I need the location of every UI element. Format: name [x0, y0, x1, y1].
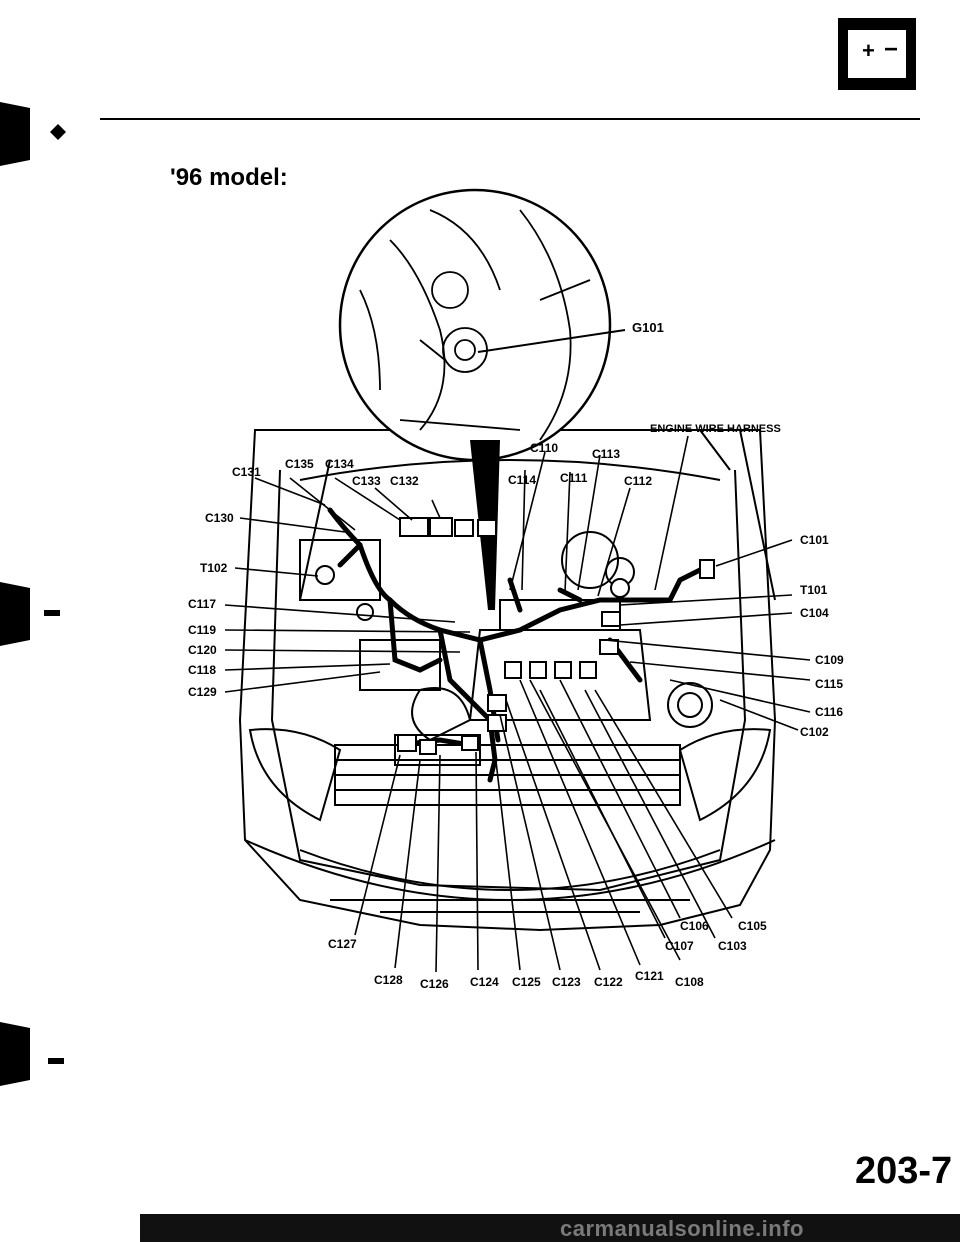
label-c107: C107: [665, 939, 694, 953]
label-c117: C117: [188, 597, 216, 611]
label-c125: C125: [512, 975, 541, 989]
battery-plus-sign: +: [862, 38, 875, 63]
connector-blocks: [315, 517, 715, 755]
label-c124: C124: [470, 975, 499, 989]
battery-minus-sign: −: [884, 36, 899, 63]
label-c126: C126: [420, 977, 449, 991]
page-number: 203-7: [855, 1150, 953, 1192]
label-c135: C135: [285, 457, 314, 471]
label-c123: C123: [552, 975, 581, 989]
header-rule: [100, 118, 920, 120]
margin-mark-top: [0, 102, 66, 166]
label-c102: C102: [800, 725, 829, 739]
label-c132: C132: [390, 474, 419, 488]
label-c106: C106: [680, 919, 709, 933]
label-c105: C105: [738, 919, 767, 933]
wire-harness: [327, 507, 703, 783]
label-g101: G101: [632, 320, 664, 335]
label-c116: C116: [815, 705, 843, 719]
label-c113: C113: [592, 447, 620, 461]
label-c127: C127: [328, 937, 357, 951]
footer-bar-gap: [0, 1214, 140, 1242]
label-c108: C108: [675, 975, 704, 989]
label-c130: C130: [205, 511, 234, 525]
label-c119: C119: [188, 623, 216, 637]
label-engine-harness: ENGINE WIRE HARNESS: [650, 423, 781, 435]
label-c115: C115: [815, 677, 843, 691]
label-c128: C128: [374, 973, 403, 987]
watermark-link[interactable]: carmanualsonline.info: [560, 1216, 804, 1241]
footer-bar: [0, 1214, 960, 1242]
label-c133: C133: [352, 474, 381, 488]
label-c134: C134: [325, 457, 354, 471]
battery-icon-face: + −: [848, 30, 906, 78]
label-c111: C111: [560, 471, 588, 485]
label-c114: C114: [508, 473, 536, 487]
margin-mark-middle: [0, 582, 60, 646]
battery-icon: + −: [838, 18, 916, 90]
label-c109: C109: [815, 653, 844, 667]
label-c120: C120: [188, 643, 217, 657]
label-c103: C103: [718, 939, 747, 953]
label-c101: C101: [800, 533, 829, 547]
ground-inset: [338, 188, 626, 610]
connector-labels: G101 ENGINE WIRE HARNESS C131 C135 C134 …: [188, 320, 844, 991]
label-c104: C104: [800, 606, 829, 620]
label-c122: C122: [594, 975, 623, 989]
label-c121: C121: [635, 969, 664, 983]
label-t101: T101: [800, 583, 828, 597]
model-title: '96 model:: [170, 164, 288, 191]
margin-mark-bottom: [0, 1022, 64, 1086]
label-t102: T102: [200, 561, 228, 575]
leader-lines: [224, 435, 811, 973]
label-c112: C112: [624, 474, 652, 488]
label-c131: C131: [232, 465, 261, 479]
label-c129: C129: [188, 685, 217, 699]
label-c110: C110: [530, 441, 558, 455]
label-c118: C118: [188, 663, 216, 677]
